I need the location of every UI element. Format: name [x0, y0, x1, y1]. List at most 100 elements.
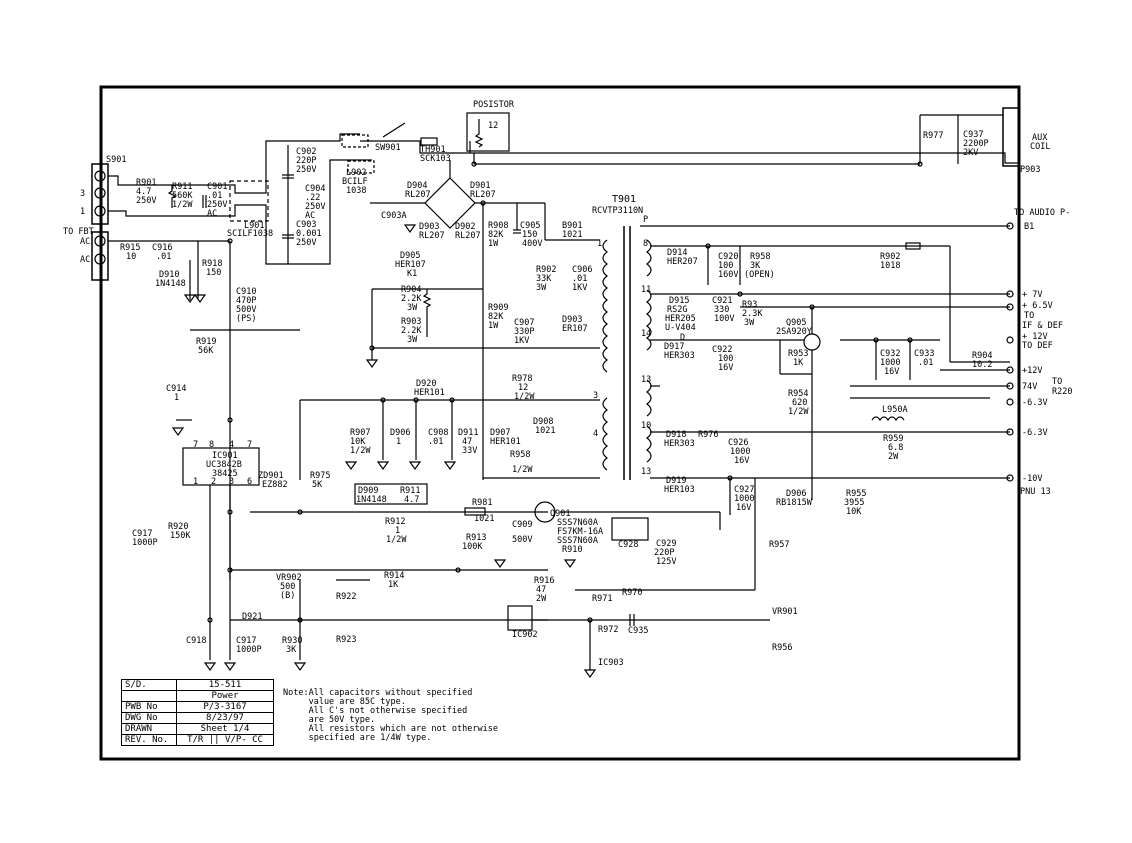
component-label: 2W: [536, 594, 547, 604]
component-label: D918: [666, 430, 686, 440]
schematic-wire: [646, 289, 652, 351]
component-label: 1018: [880, 261, 900, 271]
ic901: IC901 UC3842B 38425 7 8 4 7 1 2 3 6: [182, 440, 260, 487]
schematic-wire: [382, 122, 406, 138]
schematic-wire: [1006, 398, 1014, 406]
component-label: C928: [618, 540, 638, 550]
schematic-wire: [91, 163, 109, 225]
transformer-t901: T901 RCVTP3110N P 8 11 14 13 10 13 1 3 4: [592, 194, 652, 480]
component-label: IC902: [512, 630, 538, 640]
component-label: R976: [698, 430, 718, 440]
schematic-wire: [587, 617, 593, 623]
component-label: 12: [518, 383, 528, 393]
title-block-row: Power: [121, 690, 274, 702]
schematic-wire: [413, 397, 419, 403]
schematic-wire: [480, 200, 486, 206]
component-label: R957: [769, 540, 789, 550]
title-block-key: S/D.: [121, 679, 177, 691]
posistor: [466, 112, 510, 152]
component-label: .01: [156, 252, 171, 262]
title-block-row: REV. No.T/R || V/P- CC: [121, 734, 274, 746]
component-label: 100: [718, 261, 733, 271]
component-label: UC3842B: [206, 460, 242, 470]
component-label: C910: [236, 287, 256, 297]
output-connectors: TO AUDIO P- B1 + 7V + 6.5V TO IF & DEF +…: [1006, 208, 1072, 497]
component-label: 2W: [888, 452, 899, 462]
component-label: 250V: [136, 196, 156, 206]
component-label: 1/2W: [512, 465, 533, 475]
component-label: 1/2W: [386, 535, 407, 545]
component-label: SCK103: [420, 154, 451, 164]
component-label: (B): [280, 591, 295, 601]
component-label: 400V: [522, 239, 542, 249]
title-block-key: DRAWN: [121, 723, 177, 735]
title-block-key: [121, 690, 177, 702]
component-label: D906: [786, 489, 806, 499]
component-label: R910: [562, 545, 582, 555]
component-label: SSS7N60A: [557, 536, 598, 546]
component-label: C903A: [381, 211, 407, 221]
component-label: BCILF: [342, 177, 368, 187]
schematic-wire: [809, 304, 815, 310]
component-label: C909: [512, 520, 532, 530]
component-label: L950A: [882, 405, 908, 415]
component-label: C935: [628, 626, 648, 636]
component-label: + 12V: [1022, 332, 1048, 342]
schematic-wire: [1006, 290, 1014, 298]
component-label: TO: [1052, 377, 1062, 387]
component-label: R922: [336, 592, 356, 602]
schematic-wire: [464, 507, 486, 516]
title-block-key: REV. No.: [121, 734, 177, 746]
component-label: 500V: [236, 305, 256, 315]
schematic-wire: [229, 180, 269, 222]
component-label: VR902: [276, 573, 302, 583]
sheet-frame: [99, 85, 1021, 761]
component-label: 6: [247, 477, 252, 487]
schematic-wire: [563, 559, 577, 569]
component-label: (OPEN): [744, 270, 775, 280]
schematic-wire: [422, 289, 432, 337]
component-label: 1/2W: [788, 407, 809, 417]
component-label: 10K: [846, 507, 862, 517]
component-label: FS7KM-16A: [557, 527, 603, 537]
component-label: 1/2W: [514, 392, 535, 402]
component-label: R978: [512, 374, 532, 384]
component-label: R920: [168, 522, 188, 532]
title-block-value: Sheet 1/4: [176, 723, 274, 735]
schematic-wire: [171, 427, 185, 437]
component-label: C918: [186, 636, 206, 646]
component-label: (PS): [236, 314, 256, 324]
component-label: HER303: [664, 439, 695, 449]
component-label: 1000: [734, 494, 754, 504]
component-label: 56K: [198, 346, 214, 356]
component-label: D906: [390, 428, 410, 438]
s901-label: S901: [106, 155, 126, 165]
component-label: U-V404: [665, 323, 696, 333]
component-label: L902: [346, 168, 366, 178]
component-label: 7: [247, 440, 252, 450]
component-label: D902: [455, 222, 475, 232]
component-label: 4.7: [404, 495, 419, 505]
component-label: D911: [458, 428, 478, 438]
component-label: R953: [788, 349, 808, 359]
schematic-wire: [297, 617, 303, 623]
component-label: 4: [593, 429, 598, 439]
component-label: R977: [923, 131, 943, 141]
component-label: C921: [712, 296, 732, 306]
component-label: P903: [1020, 165, 1040, 175]
component-label: R954: [788, 389, 808, 399]
schematic-wire: [583, 669, 597, 679]
component-label: 3W: [407, 303, 418, 313]
component-label: 33K: [536, 274, 552, 284]
component-label: 10K: [350, 437, 366, 447]
component-label: HER205: [665, 314, 696, 324]
component-label: C916: [152, 243, 172, 253]
component-label: TO DEF: [1022, 341, 1053, 351]
sw901-label: SW901: [375, 143, 401, 153]
title-block-value: P/3-3167: [176, 701, 274, 713]
schematic-wire: [1006, 303, 1014, 311]
component-label: 3: [229, 477, 234, 487]
pin-ac2: AC: [80, 255, 90, 265]
